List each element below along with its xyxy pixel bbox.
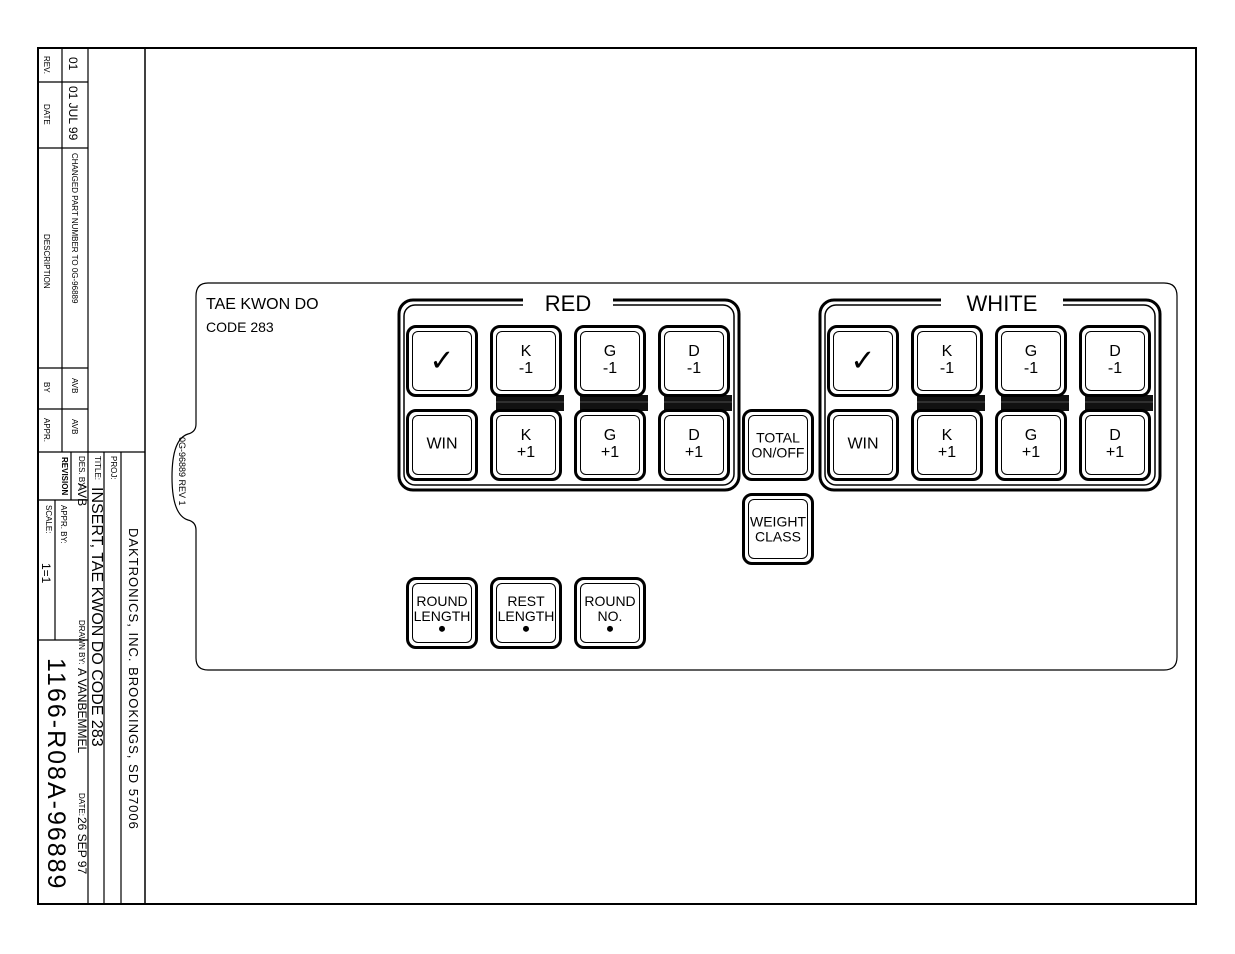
- key-label-bottom: +1: [1021, 444, 1041, 461]
- key-label-bottom: CLASS: [755, 528, 801, 544]
- red-win-key[interactable]: WIN: [406, 409, 478, 481]
- red-g-plus-key[interactable]: G+1: [574, 409, 646, 481]
- key-label-top: TOTAL: [756, 429, 800, 446]
- indicator-dot: [523, 626, 529, 633]
- white-d-plus-key[interactable]: D+1: [1079, 409, 1151, 481]
- key-label-top: D: [1109, 343, 1121, 361]
- key-label-bottom: +1: [600, 444, 620, 461]
- check-icon: ✓: [429, 344, 455, 378]
- key-label-bottom: -1: [1023, 360, 1039, 377]
- insert-part-code: 0G-96889 REV 1: [177, 437, 187, 506]
- key-label-top: D: [688, 427, 700, 445]
- key-label: WIN: [847, 435, 879, 453]
- insert-code: CODE 283: [206, 319, 274, 335]
- title-label: TITLE:: [93, 456, 102, 481]
- key-label-top: WEIGHT: [750, 513, 806, 530]
- key-label-bottom: -1: [686, 360, 702, 377]
- key-label-top: D: [1109, 427, 1121, 445]
- key-label-top: ROUND: [584, 592, 636, 609]
- key-label-top: REST: [507, 592, 545, 609]
- date-label: DATE:: [77, 793, 86, 816]
- scale-label: SCALE:: [44, 505, 53, 534]
- key-label: WIN: [426, 435, 458, 453]
- key-label-top: K: [941, 343, 953, 361]
- proj-label: PROJ:: [109, 456, 118, 480]
- drawn-by-label: DRAWN BY:: [77, 620, 86, 665]
- indicator-dot: [607, 626, 613, 633]
- key-label-bottom: +1: [684, 444, 704, 461]
- red-k-plus-key[interactable]: K+1: [490, 409, 562, 481]
- key-label-bottom: LENGTH: [497, 607, 555, 624]
- by-header: BY: [42, 382, 51, 393]
- white-check-key[interactable]: ✓: [827, 325, 899, 397]
- drawing-number: 1166-R08A-96889: [42, 658, 70, 891]
- white-group-label: WHITE: [941, 293, 1063, 315]
- scale-value: 1=1: [39, 563, 53, 584]
- red-d-minus-key[interactable]: D-1: [658, 325, 730, 397]
- key-label-top: D: [688, 343, 700, 361]
- date-header: DATE: [42, 104, 51, 125]
- red-check-key[interactable]: ✓: [406, 325, 478, 397]
- description-header: DESCRIPTION: [42, 234, 51, 289]
- red-d-plus-key[interactable]: D+1: [658, 409, 730, 481]
- appr-header: APPR.: [42, 418, 51, 443]
- key-label-bottom: -1: [1107, 360, 1123, 377]
- date-value: 01 JUL 99: [66, 86, 80, 141]
- white-d-minus-key[interactable]: D-1: [1079, 325, 1151, 397]
- key-label-bottom: ON/OFF: [751, 444, 805, 460]
- key-label-top: K: [520, 343, 532, 361]
- key-label-top: G: [1024, 343, 1038, 361]
- key-label-bottom: LENGTH: [413, 607, 471, 624]
- drawn-by-value: A VANBEMMEL: [75, 668, 89, 754]
- key-label-top: K: [520, 427, 532, 445]
- key-label-bottom: +1: [937, 444, 957, 461]
- red-g-minus-key[interactable]: G-1: [574, 325, 646, 397]
- check-icon: ✓: [850, 344, 876, 378]
- white-win-key[interactable]: WIN: [827, 409, 899, 481]
- key-label-top: G: [603, 427, 617, 445]
- company-name: DAKTRONICS, INC. BROOKINGS, SD 57006: [126, 528, 141, 830]
- white-g-plus-key[interactable]: G+1: [995, 409, 1067, 481]
- key-label-bottom: +1: [1105, 444, 1125, 461]
- key-label-bottom: -1: [602, 360, 618, 377]
- white-k-minus-key[interactable]: K-1: [911, 325, 983, 397]
- key-label-top: G: [603, 343, 617, 361]
- key-label-top: K: [941, 427, 953, 445]
- key-label-top: G: [1024, 427, 1038, 445]
- revision-section-label: REVISION: [60, 457, 69, 496]
- white-g-minus-key[interactable]: G-1: [995, 325, 1067, 397]
- key-label-bottom: -1: [939, 360, 955, 377]
- date-value-title: 26 SEP 97: [75, 817, 89, 875]
- key-label-top: ROUND: [416, 592, 468, 609]
- red-group-label: RED: [523, 293, 613, 315]
- key-label-bottom: +1: [516, 444, 536, 461]
- appr-by-label: APPR. BY:: [59, 505, 68, 544]
- rev-value: 01: [66, 57, 80, 71]
- indicator-dot: [439, 626, 445, 633]
- rev-header: REV.: [42, 56, 51, 74]
- insert-title: TAE KWON DO: [206, 296, 319, 313]
- key-label-bottom: NO.: [597, 607, 623, 624]
- description-value: CHANGED PART NUMBER TO 0G-96889: [70, 153, 79, 304]
- white-k-plus-key[interactable]: K+1: [911, 409, 983, 481]
- key-label-bottom: -1: [518, 360, 534, 377]
- des-by-value: AVB: [75, 483, 89, 507]
- appr-value: AVB: [70, 419, 79, 435]
- red-k-minus-key[interactable]: K-1: [490, 325, 562, 397]
- by-value: AVB: [70, 378, 79, 394]
- drawing-title: INSERT, TAE KWON DO CODE 283: [88, 487, 105, 747]
